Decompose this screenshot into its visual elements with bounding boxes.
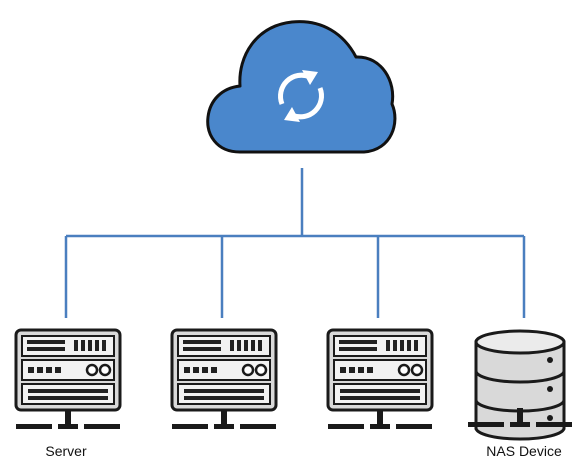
cloud-sync-icon	[206, 20, 397, 154]
server-label: Server	[45, 443, 87, 459]
connection-lines	[64, 168, 526, 318]
server-icon-1	[14, 328, 122, 429]
nas-device-label: NAS Device	[486, 443, 562, 459]
server-icon-2	[170, 328, 278, 429]
sync-arrows-icon	[278, 72, 324, 120]
nas-database-icon	[468, 329, 572, 441]
server-icon-3	[326, 328, 434, 429]
